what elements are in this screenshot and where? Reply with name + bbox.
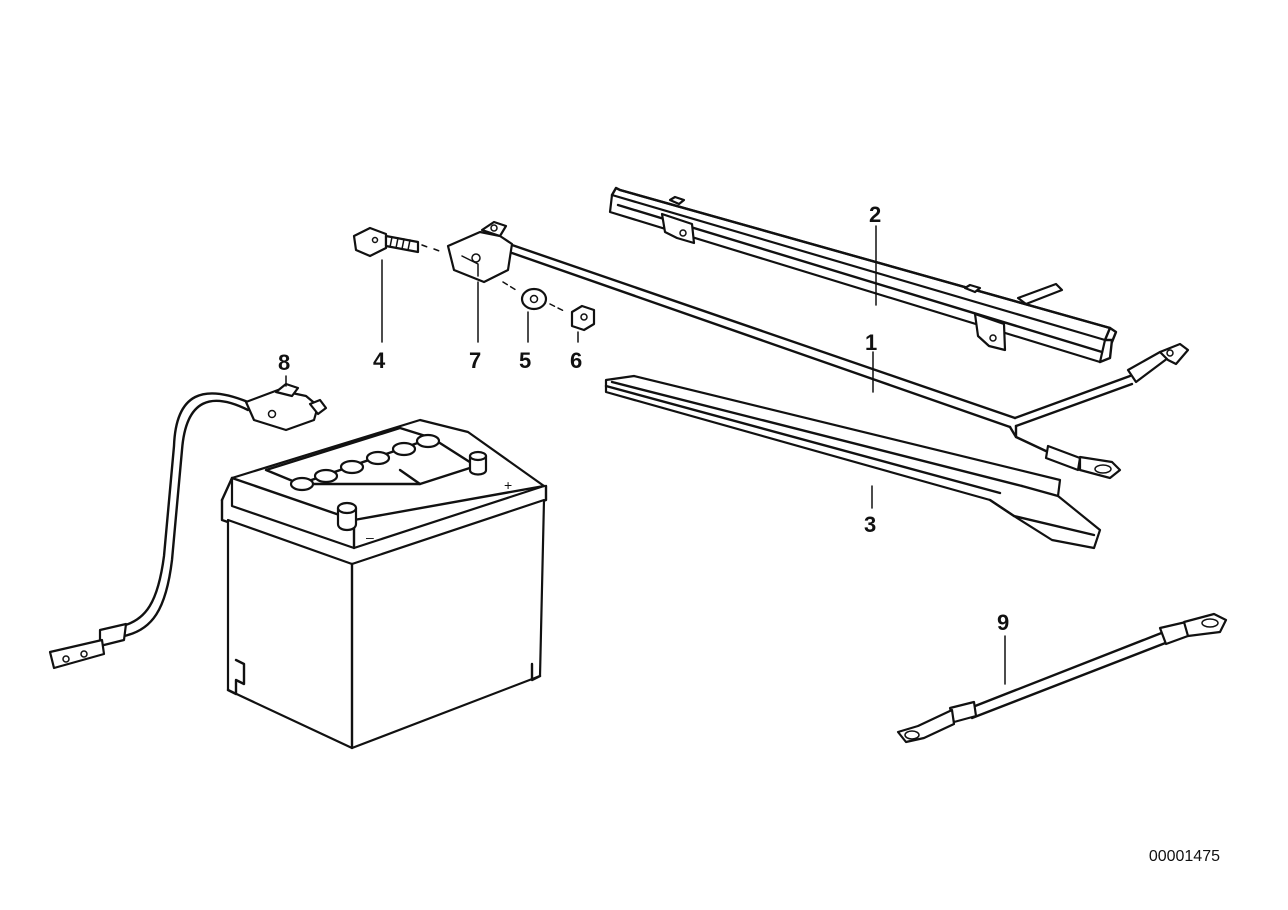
- leader-lines: [285, 225, 1006, 685]
- callout-9: 9: [997, 610, 1009, 635]
- battery-minus-label: –: [366, 529, 374, 545]
- callout-8: 8: [278, 350, 290, 375]
- callout-1: 1: [865, 330, 877, 355]
- terminal-clamp-part-7: [446, 220, 514, 284]
- callout-7: 7: [469, 348, 481, 373]
- callout-numbers: 1 2 3 4 5 6 7 8 9: [278, 202, 1009, 635]
- nut-part-6: [549, 303, 596, 332]
- drawing-number: 00001475: [1148, 848, 1220, 865]
- callout-4: 4: [373, 348, 386, 373]
- ground-strap-part-9: [896, 612, 1228, 744]
- battery-plus-label: +: [504, 477, 512, 493]
- callout-5: 5: [519, 348, 531, 373]
- battery-cable-part-8: [48, 382, 328, 670]
- bolt-part-4: [352, 226, 443, 258]
- floor-channel-part-3: [604, 374, 1102, 550]
- callout-3: 3: [864, 512, 876, 537]
- callout-2: 2: [869, 202, 881, 227]
- cable-part-1: [510, 243, 1190, 480]
- callout-6: 6: [570, 348, 582, 373]
- washer-part-5: [502, 281, 548, 311]
- battery: – +: [220, 418, 548, 750]
- rail-channel-part-2: [608, 186, 1118, 364]
